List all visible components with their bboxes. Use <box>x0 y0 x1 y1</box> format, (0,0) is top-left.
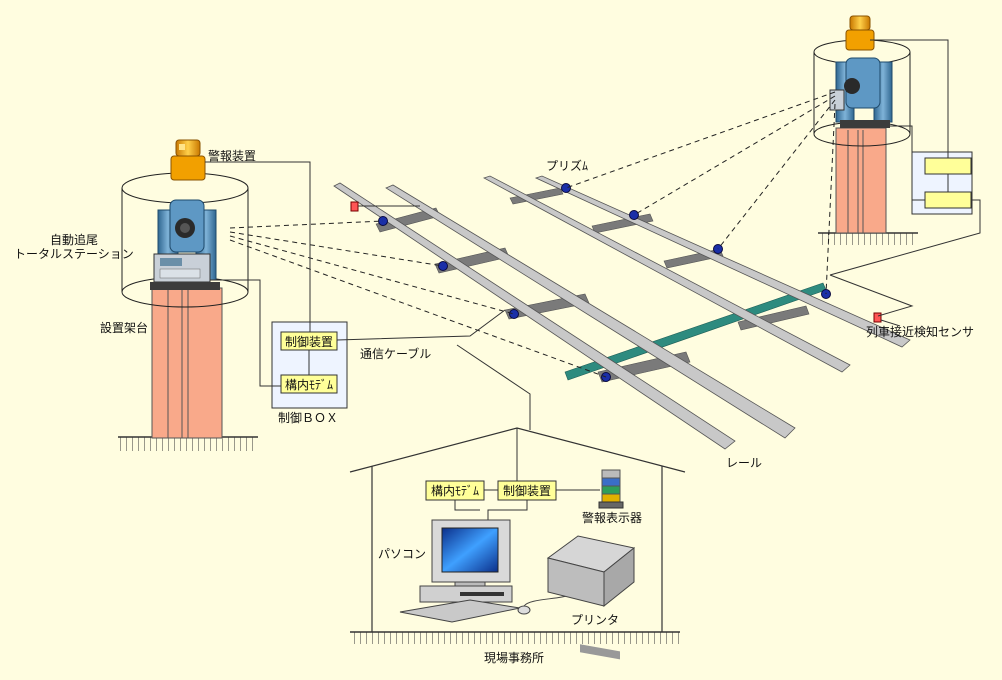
label-premises-modem: 構内ﾓﾃﾞﾑ <box>285 378 333 392</box>
label-office-control-unit: 制御装置 <box>503 483 551 498</box>
label-control-box: 制御ＢＯＸ <box>278 410 338 425</box>
label-comm-cable: 通信ケーブル <box>360 346 431 361</box>
label-office-modem: 構内ﾓﾃﾞﾑ <box>431 484 479 498</box>
prism-icon <box>629 210 639 220</box>
rail-right <box>385 184 796 439</box>
ground-hatch <box>118 437 258 451</box>
rail-right <box>534 175 911 348</box>
site-office <box>349 427 686 644</box>
install-stand <box>835 127 887 234</box>
label-pc: パソコン <box>378 547 426 561</box>
right-station <box>813 15 981 276</box>
pc-icon <box>399 519 573 623</box>
control-box <box>271 321 348 409</box>
sensor-icon <box>873 312 882 323</box>
label-total-station-line2: トータルステーション <box>14 247 134 261</box>
rotating-lamp-icon <box>845 15 875 51</box>
rail-left <box>482 175 851 373</box>
total-station-icon <box>150 199 220 290</box>
ground-hatch <box>818 233 918 245</box>
sensor-icon <box>350 201 359 212</box>
label-total-station-line1: 自動追尾 <box>50 232 98 247</box>
printer-icon <box>546 535 636 660</box>
prism-group <box>378 183 831 382</box>
label-printer: プリンタ <box>571 613 619 627</box>
label-alarm-display: 警報表示器 <box>582 510 642 525</box>
label-approach-sensor: 列車接近検知センサ <box>866 324 974 339</box>
signal-tower-icon <box>598 469 624 509</box>
label-prism: プリズﾑ <box>546 158 588 173</box>
total-station-icon <box>829 57 893 128</box>
prism-icon <box>561 183 571 193</box>
label-install-stand: 設置架台 <box>100 320 148 335</box>
track-far <box>482 175 911 373</box>
left-station <box>118 139 258 451</box>
right-control-box <box>911 151 973 215</box>
track-near <box>333 182 827 450</box>
label-site-office: 現場事務所 <box>484 651 544 665</box>
rotating-lamp-icon <box>170 139 206 181</box>
rail-left <box>333 182 736 450</box>
label-rail: レール <box>726 456 762 470</box>
install-stand <box>151 287 223 439</box>
prism-icon <box>438 261 448 271</box>
label-control-unit: 制御装置 <box>285 334 333 349</box>
label-alarm-device: 警報装置 <box>208 148 256 163</box>
prism-icon <box>509 309 519 319</box>
sight-lines <box>229 91 836 378</box>
